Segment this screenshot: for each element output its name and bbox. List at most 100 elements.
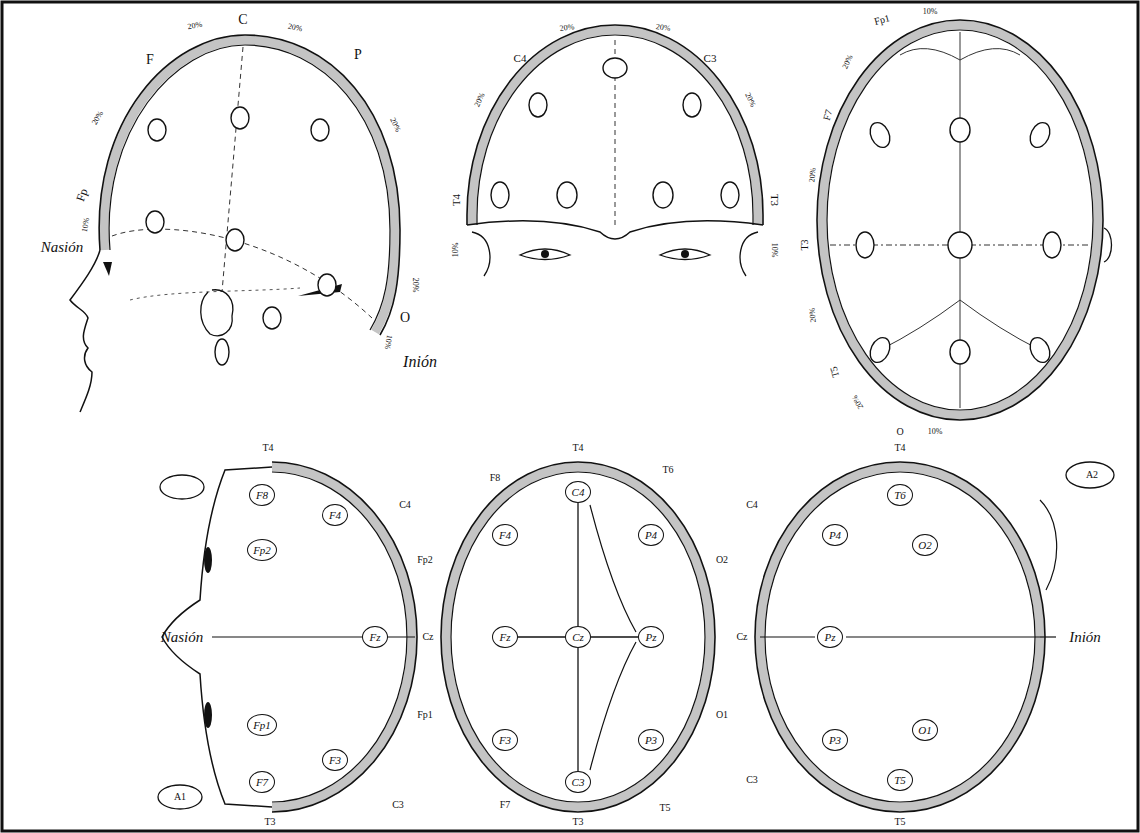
side-view-head-part-part — [146, 211, 164, 233]
front-view-head-part-part — [603, 58, 627, 78]
electrode-name: Fz — [500, 632, 511, 643]
top-view-head — [817, 20, 1112, 420]
position-label: T4 — [894, 443, 905, 453]
top-view-head-part-part — [1043, 232, 1061, 258]
position-label: 10% — [928, 428, 943, 436]
position-label: Fp1 — [873, 13, 891, 27]
side-view-head-part — [201, 290, 233, 336]
midline-connector — [577, 503, 578, 626]
side-view-head-part-part — [226, 229, 244, 251]
position-label: P — [354, 48, 362, 62]
electrode-site: Fz — [492, 626, 518, 648]
position-label: C4 — [746, 500, 758, 510]
occipital-view-head-part — [760, 467, 1040, 807]
position-label: 20% — [388, 117, 401, 134]
front-view-head-part — [541, 250, 549, 258]
central-view-head-part — [441, 462, 715, 812]
frontal-view-head-part — [158, 785, 202, 809]
side-view-head-part — [99, 35, 400, 335]
position-label: F7 — [500, 800, 511, 810]
central-view-head-part — [451, 472, 705, 802]
electrode-site: F4 — [492, 524, 518, 546]
position-label: C3 — [704, 53, 717, 64]
position-label: C3 — [746, 775, 758, 785]
position-label: F — [146, 53, 154, 67]
top-view-head-part — [900, 49, 1020, 60]
midline-connector — [577, 648, 578, 771]
occipital-view-head — [755, 462, 1114, 812]
top-view-head-part — [827, 30, 1093, 410]
position-label: C4 — [514, 53, 527, 64]
central-view-head-part — [446, 467, 710, 807]
occipital-view-head-part — [1066, 462, 1114, 488]
frontal-view-head-part — [160, 475, 204, 499]
side-view-head-part-part — [231, 107, 249, 129]
front-view-head-part-part — [491, 182, 509, 208]
electrode-site: F3 — [492, 729, 518, 751]
top-view-head-part — [1104, 228, 1112, 262]
top-view-head-part-part — [950, 118, 970, 142]
front-view-head-part-part — [653, 182, 673, 208]
position-label: T5 — [829, 365, 842, 378]
position-label: O — [896, 427, 903, 437]
top-view-head-part — [817, 20, 1103, 420]
position-label: 20% — [808, 167, 817, 182]
side-view-head-part-part — [311, 119, 329, 141]
position-label: C3 — [392, 800, 404, 810]
electrode-name: F4 — [329, 510, 341, 521]
position-label: Cz — [422, 632, 433, 642]
position-label: C — [238, 13, 247, 27]
electrode-name: Cz — [572, 632, 584, 643]
position-label: 10% — [770, 243, 778, 258]
midline-connector — [591, 636, 638, 637]
electrode-site: F8 — [249, 484, 275, 506]
side-view-head-part-part — [215, 339, 229, 365]
position-label: 20% — [841, 54, 854, 71]
position-label: 20% — [287, 23, 303, 34]
position-label: A1 — [174, 792, 186, 802]
top-view-head-part-part — [948, 232, 972, 258]
electrode-name: F3 — [499, 735, 511, 746]
electrode-name: T5 — [894, 775, 906, 786]
side-view-head-part-part — [148, 119, 166, 141]
position-label: F7 — [822, 109, 834, 122]
position-label: 20% — [655, 23, 671, 33]
front-view-head-part-part — [529, 93, 547, 117]
electrode-name: C3 — [572, 777, 585, 788]
front-view-head-part-part — [683, 93, 701, 117]
electrode-name: F7 — [256, 777, 268, 788]
central-view-head — [441, 462, 715, 812]
side-view-head-part — [222, 47, 243, 292]
position-label: T3 — [800, 239, 810, 250]
occipital-view-head-part — [1040, 500, 1057, 590]
position-label: 10% — [383, 334, 393, 350]
top-view-head-part-part — [1026, 334, 1053, 365]
electrode-site: T5 — [887, 769, 913, 791]
front-view-head-part — [491, 58, 739, 208]
top-view-head-part-part — [866, 119, 893, 150]
electrode-name: C4 — [572, 487, 585, 498]
position-label: T3 — [769, 194, 780, 206]
electrode-name: P4 — [829, 530, 841, 541]
occipital-view-head-part — [755, 462, 1045, 812]
electrode-site: F7 — [249, 771, 275, 793]
electrode-site: P3 — [638, 729, 664, 751]
electrode-name: Pz — [825, 632, 836, 643]
position-label: 10% — [81, 217, 91, 233]
electrode-name: O1 — [918, 725, 931, 736]
position-label: T4 — [262, 443, 273, 453]
top-view-head-part-part — [856, 232, 874, 258]
electrode-name: F3 — [329, 755, 341, 766]
front-view-head-part — [477, 35, 753, 225]
position-label: O1 — [716, 710, 728, 720]
electrode-site: P4 — [638, 524, 664, 546]
front-view-head-part — [472, 30, 758, 225]
top-view-head-part — [822, 25, 1098, 415]
front-view-head-part — [472, 232, 758, 276]
midline-connector — [518, 636, 565, 637]
position-label: 20% — [411, 278, 419, 293]
electrode-name: Fp1 — [253, 720, 271, 731]
position-label: Fp2 — [417, 555, 433, 565]
